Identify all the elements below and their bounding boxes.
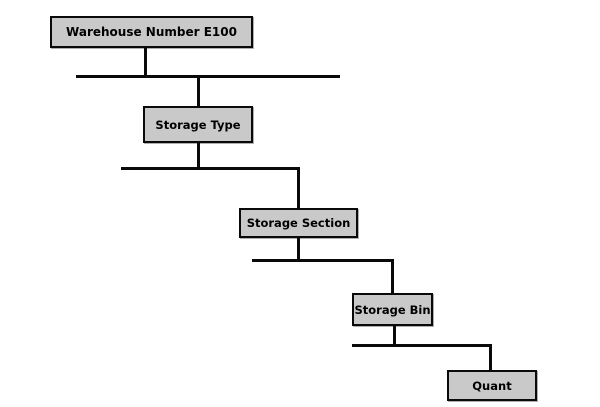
node-quant: Quant (447, 370, 537, 401)
node-warehouse-number: Warehouse Number E100 (50, 16, 253, 48)
connector-storage-section-stem-line (297, 238, 300, 259)
node-storage-type: Storage Type (143, 106, 253, 143)
connector-storage-bin-drop-line (391, 262, 394, 293)
connector-storage-type-branch-line (121, 167, 300, 170)
connector-storage-section-branch-line (252, 259, 394, 262)
connector-storage-bin-stem-line (393, 326, 396, 344)
connector-warehouse-branch-line (76, 75, 340, 78)
connector-storage-type-stem-line (197, 143, 200, 167)
connector-storage-section-drop-line (297, 170, 300, 208)
connector-warehouse-stem-line (144, 48, 147, 78)
node-storage-section: Storage Section (239, 208, 358, 238)
connector-storage-bin-branch-line (352, 344, 492, 347)
connector-quant-drop-line (489, 347, 492, 370)
node-storage-bin: Storage Bin (352, 293, 433, 326)
connector-storage-type-drop-line (197, 78, 200, 106)
